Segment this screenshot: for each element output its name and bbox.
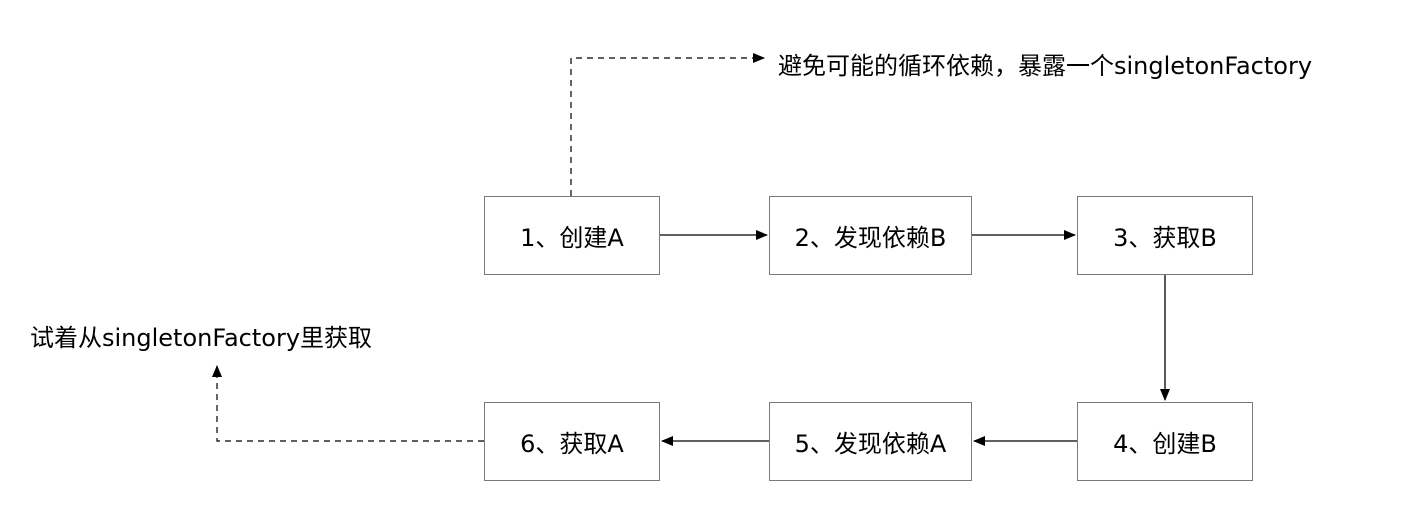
node-create-b-label: 4、创建B (1113, 430, 1217, 458)
node-create-b: 4、创建B (1077, 402, 1253, 481)
node-get-a-label: 6、获取A (520, 430, 624, 458)
node-discover-dependency-a: 5、发现依赖A (769, 402, 972, 481)
node-discover-dependency-a-label: 5、发现依赖A (794, 430, 947, 458)
node-create-a-label: 1、创建A (520, 224, 624, 252)
node-create-a: 1、创建A (484, 196, 660, 275)
dashed-edge-to-expose-note (570, 53, 765, 196)
node-discover-dependency-b-label: 2、发现依赖B (794, 224, 947, 252)
node-get-b: 3、获取B (1077, 196, 1253, 275)
note-try-singleton-factory: 试着从singletonFactory里获取 (30, 324, 373, 352)
note-expose-singleton-factory: 避免可能的循环依赖，暴露一个singletonFactory (778, 52, 1313, 80)
node-get-a: 6、获取A (484, 402, 660, 481)
node-discover-dependency-b: 2、发现依赖B (769, 196, 972, 275)
node-get-b-label: 3、获取B (1113, 224, 1217, 252)
dashed-edge-to-try-note (212, 365, 484, 442)
